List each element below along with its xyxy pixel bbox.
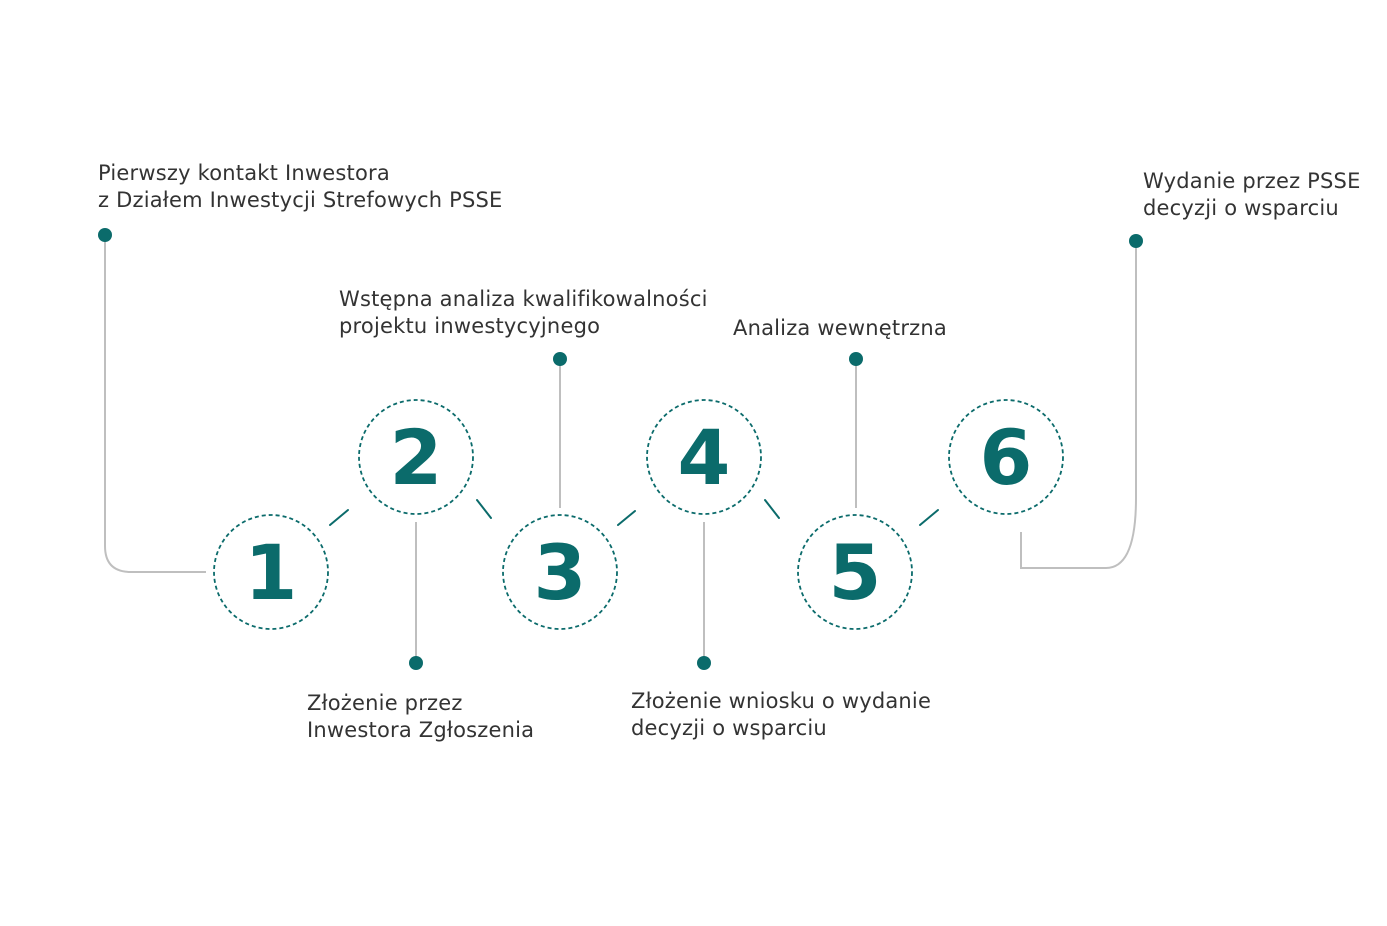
circle-links — [329, 499, 939, 526]
link-5-6 — [919, 509, 939, 526]
step-numbers: 1 2 3 4 5 6 — [245, 413, 1033, 617]
step-circle-6 — [948, 399, 1064, 515]
step-circles — [213, 399, 1064, 630]
step-number-3: 3 — [534, 528, 587, 617]
link-1-2 — [329, 509, 349, 526]
step-number-4: 4 — [678, 413, 731, 502]
step-label-2-line-2: Inwestora Zgłoszenia — [307, 718, 535, 742]
step-label-4-line-1: Złożenie wniosku o wydanie — [631, 689, 932, 713]
step-circle-1 — [213, 514, 329, 630]
step-number-2: 2 — [390, 413, 443, 502]
step-label-2: Złożenie przez Inwestora Zgłoszenia — [307, 690, 534, 744]
step-circle-3 — [502, 514, 618, 630]
step-label-6: Wydanie przez PSSE decyzji o wsparciu — [1143, 168, 1361, 222]
step-number-1: 1 — [245, 528, 298, 617]
endpoint-dot-5 — [849, 352, 863, 366]
step-label-3-line-1: Wstępna analiza kwalifikowalności — [339, 287, 708, 311]
endpoint-dot-1 — [98, 228, 112, 242]
step-label-5: Analiza wewnętrzna — [733, 315, 947, 342]
step-circle-2 — [358, 399, 474, 515]
connector-step-1 — [104, 236, 206, 573]
step-label-1-line-2: z Działem Inwestycji Strefowych PSSE — [98, 188, 503, 212]
link-4-5 — [764, 499, 780, 519]
step-label-5-line-1: Analiza wewnętrzna — [733, 316, 947, 340]
endpoint-dot-3 — [553, 352, 567, 366]
connector-step-6 — [1020, 242, 1137, 569]
step-number-5: 5 — [829, 528, 882, 617]
step-label-3: Wstępna analiza kwalifikowalności projek… — [339, 286, 708, 340]
endpoint-dot-4 — [697, 656, 711, 670]
step-label-1: Pierwszy kontakt Inwestora z Działem Inw… — [98, 160, 503, 214]
step-label-4-line-2: decyzji o wsparciu — [631, 716, 827, 740]
link-2-3 — [476, 499, 492, 519]
step-label-1-line-1: Pierwszy kontakt Inwestora — [98, 161, 390, 185]
step-label-6-line-2: decyzji o wsparciu — [1143, 196, 1339, 220]
step-circle-4 — [646, 399, 762, 515]
endpoint-dots — [98, 228, 1143, 670]
step-label-2-line-1: Złożenie przez — [307, 691, 463, 715]
step-label-6-line-1: Wydanie przez PSSE — [1143, 169, 1361, 193]
step-circle-5 — [797, 514, 913, 630]
link-3-4 — [617, 510, 636, 526]
step-label-3-line-2: projektu inwestycyjnego — [339, 314, 601, 338]
endpoint-dot-6 — [1129, 234, 1143, 248]
step-label-4: Złożenie wniosku o wydanie decyzji o wsp… — [631, 688, 931, 742]
connectors — [104, 236, 1137, 662]
step-number-6: 6 — [980, 413, 1033, 502]
endpoint-dot-2 — [409, 656, 423, 670]
